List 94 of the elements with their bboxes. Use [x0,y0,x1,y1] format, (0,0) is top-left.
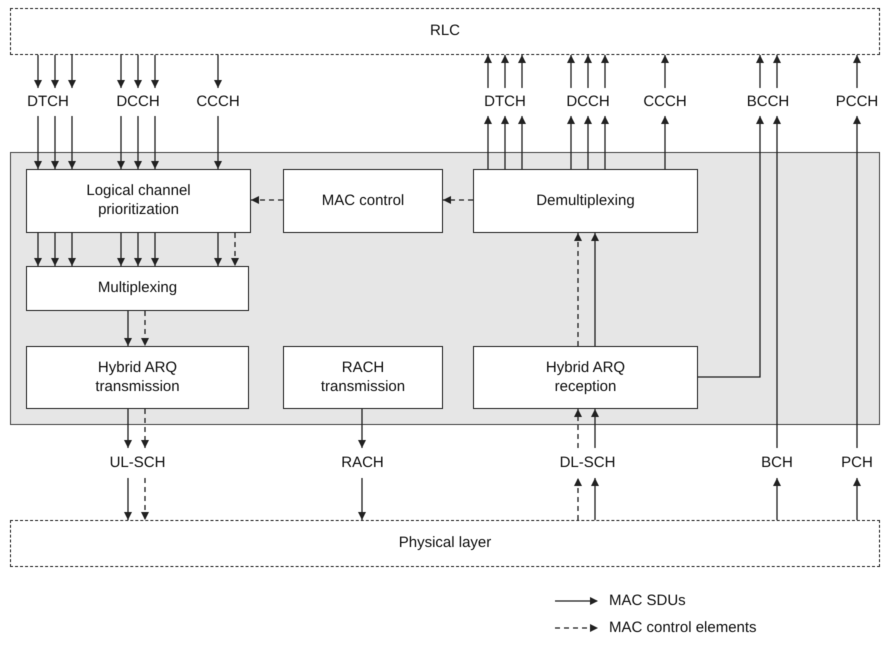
arrow [518,55,526,88]
box-label: MAC control [322,192,404,210]
box-label: Multiplexing [98,279,178,298]
arrow [574,409,582,448]
channel-label: DTCH [478,88,532,116]
arrow [358,409,366,448]
arrow [124,311,132,346]
channel-label: CCCH [640,88,690,116]
box-label: RACH transmission [320,358,406,396]
channel-label: DTCH [20,88,76,116]
arrow [584,116,592,169]
arrow [584,55,592,88]
arrow [151,116,159,169]
box-label: RLC [430,22,460,41]
arrow [117,233,125,266]
layer-box [10,8,880,55]
arrow [773,55,781,88]
arrow [68,55,76,88]
box-label: Demultiplexing [536,192,635,210]
arrow [251,196,283,204]
channel-label: DL-SCH [555,448,620,478]
arrow [151,233,159,266]
arrow [124,409,132,448]
arrow [51,55,59,88]
arrow [501,55,509,88]
arrow [661,55,669,88]
arrow [214,116,222,169]
arrow [134,116,142,169]
arrow [574,233,582,346]
arrow [484,55,492,88]
channel-label: PCCH [834,88,880,116]
legend-label: MAC SDUs [609,592,686,609]
box-label: Physical layer [398,534,492,553]
mac-entity-panel [10,152,880,425]
process-box [26,169,251,233]
legend-label: MAC control elements [609,619,757,636]
arrow [443,196,473,204]
arrow [756,55,764,88]
process-box [283,169,443,233]
arrow [591,478,599,520]
box-label: Logical channel prioritization [85,182,192,220]
arrow [518,116,526,169]
arrow [853,116,861,448]
channel-label: UL-SCH [105,448,170,478]
arrow [601,55,609,88]
arrow [34,116,42,169]
arrow [567,116,575,169]
arrow [601,116,609,169]
arrow [124,478,132,520]
layer-box [10,520,880,567]
arrow [591,409,599,448]
channel-label: BCCH [742,88,794,116]
arrow [773,116,781,448]
arrow [51,116,59,169]
process-box [26,346,249,409]
arrow [141,478,149,520]
process-box [473,169,698,233]
process-box [283,346,443,409]
arrow [853,55,861,88]
arrow [34,55,42,88]
arrow [68,116,76,169]
arrow [501,116,509,169]
arrow [151,55,159,88]
arrow [567,55,575,88]
arrow [68,233,76,266]
arrow [214,233,222,266]
arrow [574,478,582,520]
arrow [134,233,142,266]
arrow [141,311,149,346]
arrow [141,409,149,448]
channel-label: DCCH [110,88,166,116]
arrow [773,478,781,520]
channel-label: DCCH [560,88,616,116]
channel-label: BCH [757,448,797,478]
arrow [698,116,764,378]
channel-label: CCCH [195,88,241,116]
arrow [661,116,669,169]
arrow [231,233,239,266]
process-box [26,266,249,311]
box-label: Hybrid ARQ reception [544,358,626,396]
arrow [117,55,125,88]
arrow [214,55,222,88]
channel-label: RACH [335,448,390,478]
arrow [117,116,125,169]
box-label: Hybrid ARQ transmission [94,358,181,396]
process-box [473,346,698,409]
arrow [484,116,492,169]
arrow [853,478,861,520]
arrow [51,233,59,266]
arrow [134,55,142,88]
arrow [358,478,366,520]
arrow [591,233,599,346]
channel-label: PCH [837,448,877,478]
arrow [34,233,42,266]
